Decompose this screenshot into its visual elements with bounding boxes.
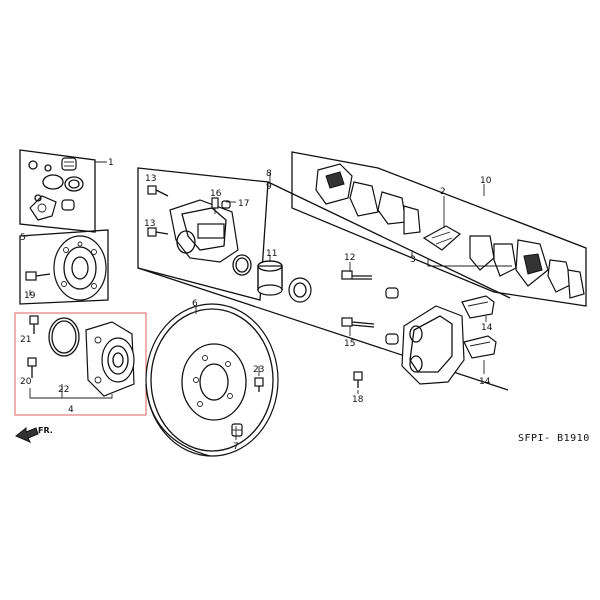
caliper-group [137,167,511,391]
callout-13-bottom: 13 [144,219,155,229]
pad-clip-lower [463,335,497,359]
callout-5: 5 [20,233,26,243]
guide-pin-12 [341,270,372,280]
callout-23: 23 [253,365,264,375]
piston-part [257,260,283,296]
anti-squeal-shim [422,225,462,251]
leader-lines [20,161,487,440]
hub-bolt-20 [27,357,37,378]
callout-17: 17 [238,199,249,209]
boot-small [385,287,399,299]
bolt-13b [147,227,169,237]
pad-clip-upper [461,295,495,319]
callout-20: 20 [20,377,32,387]
callout-13-top: 13 [145,174,156,184]
guide-pin-15 [341,317,375,328]
callout-10: 10 [480,176,492,186]
callout-14-upper: 14 [481,323,493,333]
hub-flange-group [19,229,109,305]
callout-labels: 1 5 19 21 20 22 4 6 7 23 13 13 16 17 8 9… [20,158,493,452]
boot-part [61,157,77,171]
bolt-18 [353,371,363,388]
pad-set-group [291,151,587,307]
callout-2: 2 [440,187,446,197]
callout-9: 9 [266,182,272,192]
callout-21: 21 [20,335,31,345]
hub-bearing-part [85,321,135,397]
disc-screw-23 [254,377,264,392]
callout-8: 8 [266,169,272,179]
callout-14-lower: 14 [479,377,491,387]
nut-7 [231,423,243,437]
callout-3: 3 [410,255,416,265]
front-direction-arrow [15,426,39,443]
brake-pad-lower [469,235,585,299]
cap-17 [221,200,231,209]
brake-disc-part [145,303,279,457]
hub-assembly-group [14,312,147,416]
o-ring-part [48,317,80,357]
callout-19: 19 [24,291,36,301]
caliper-body-part [169,199,239,263]
hub-bolt-21 [29,315,39,334]
callout-6: 6 [192,299,198,309]
bleeder-16 [211,197,219,214]
piston-parts [232,254,312,303]
seal-kit-group [19,149,107,233]
brake-pad-upper [315,163,421,235]
diagram-reference-code: SFPI- B1910 [518,433,590,444]
bleeder-13 [147,185,169,197]
boot-small-2 [385,333,399,345]
callout-12: 12 [344,253,355,263]
callout-7: 7 [233,442,239,452]
caliper-bracket-part [401,305,465,385]
callout-1: 1 [108,158,114,168]
callout-4: 4 [68,405,74,415]
callout-18: 18 [352,395,364,405]
front-label: FR. [38,426,53,435]
callout-22: 22 [58,385,69,395]
callout-16: 16 [210,189,222,199]
hub-flange-part [53,235,107,301]
callout-15: 15 [344,339,355,349]
bolt-part [25,271,51,281]
callout-11: 11 [266,249,277,259]
bracket-part [29,195,57,221]
